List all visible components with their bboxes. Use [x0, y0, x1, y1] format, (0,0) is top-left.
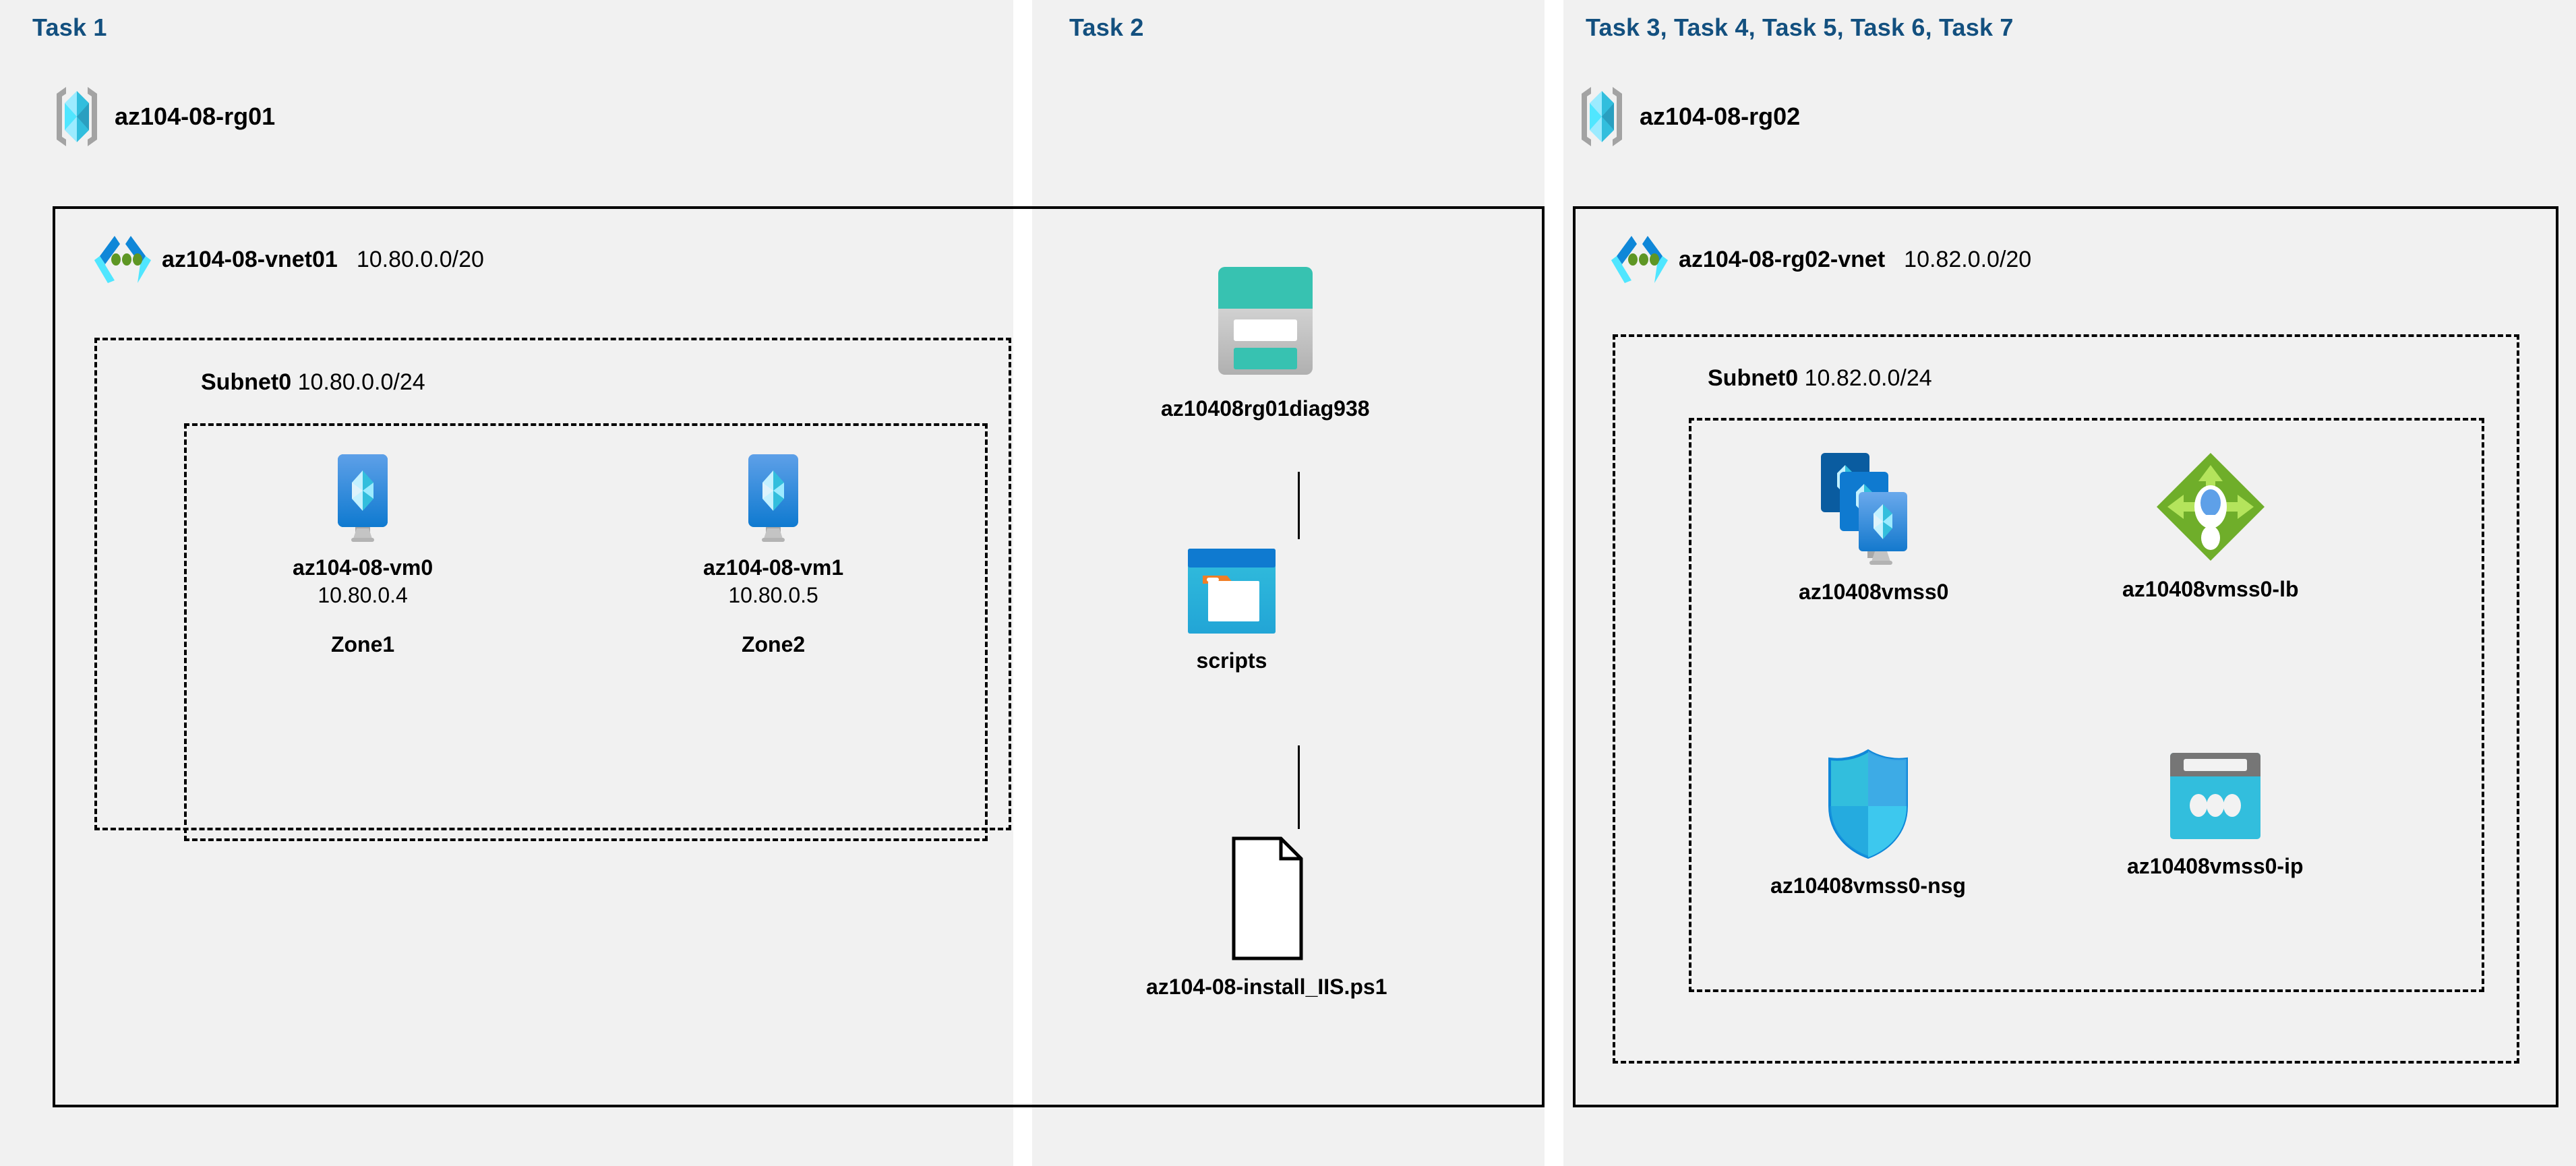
- panel-task2: [1032, 0, 1545, 1166]
- vnet-cidr: 10.82.0.0/20: [1904, 246, 2032, 272]
- panel-gutter-2: [1545, 0, 1563, 1166]
- file-icon: [1216, 836, 1317, 961]
- subnet-title-right: Subnet0 10.82.0.0/24: [1708, 365, 1932, 392]
- node-vm0: az104-08-vm0 10.80.0.4 Zone1: [293, 453, 433, 657]
- subnet0-boundary-left: [94, 338, 1011, 830]
- vm-name: az104-08-vm0: [293, 555, 433, 580]
- public-ip-address-icon: [2167, 751, 2263, 840]
- vm-name: az104-08-vm1: [703, 555, 844, 580]
- vnet-name: az104-08-rg02-vnet: [1679, 246, 1886, 272]
- task-label-1: Task 1: [32, 13, 107, 41]
- vm-ip: 10.80.0.4: [318, 582, 408, 607]
- network-security-group-icon: [1823, 748, 1913, 860]
- vnet-cidr: 10.80.0.0/20: [356, 246, 484, 272]
- subnet0-boundary-right: [1613, 334, 2519, 1064]
- virtual-machine-icon: [731, 453, 816, 542]
- vm-zone: Zone2: [741, 632, 806, 656]
- resource-group-name: az104-08-rg02: [1640, 102, 1801, 130]
- panel-task1: [0, 0, 1013, 1166]
- gutter-bottom-line: [1013, 1105, 1032, 1107]
- vmss-group-boundary: [1689, 418, 2484, 992]
- vm-scale-set-name: az10408vmss0: [1799, 580, 1949, 604]
- load-balancer-name: az10408vmss0-lb: [2122, 577, 2299, 601]
- node-vm1: az104-08-vm1 10.80.0.5 Zone2: [703, 453, 843, 657]
- subnet-cidr: 10.80.0.0/24: [297, 369, 425, 395]
- resource-group-name: az104-08-rg01: [115, 102, 276, 130]
- subnet-cidr: 10.82.0.0/24: [1804, 365, 1932, 391]
- storage-account-name: az10408rg01diag938: [1161, 396, 1370, 421]
- load-balancer-icon: [2153, 450, 2269, 563]
- vm-zone: Zone1: [330, 632, 395, 656]
- node-load-balancer: az10408vmss0-lb: [2122, 450, 2299, 603]
- subnet-name: Subnet0: [201, 369, 292, 395]
- blob-container-name: scripts: [1196, 648, 1267, 673]
- node-blob-container: scripts: [1187, 547, 1277, 675]
- vm-scale-set-icon: [1813, 450, 1934, 566]
- availability-zones-boundary: [184, 423, 988, 841]
- node-script-file: az104-08-install_IIS.ps1: [1146, 836, 1387, 1001]
- network-security-group-name: az10408vmss0-nsg: [1770, 873, 1966, 898]
- resource-group-icon: [1578, 84, 1626, 149]
- resource-group-icon: [53, 84, 101, 149]
- subnet-title-left: Subnet0 10.80.0.0/24: [201, 369, 425, 396]
- blob-container-icon: [1187, 547, 1277, 635]
- panel-gutter-1: [1013, 0, 1032, 1166]
- public-ip-address-name: az10408vmss0-ip: [2127, 854, 2304, 878]
- vnet02-header: az104-08-rg02-vnet 10.82.0.0/20: [1611, 233, 2031, 286]
- vm-ip: 10.80.0.5: [728, 582, 818, 607]
- task-label-2: Task 2: [1069, 13, 1144, 41]
- script-file-name: az104-08-install_IIS.ps1: [1146, 975, 1387, 999]
- subnet-name: Subnet0: [1708, 365, 1799, 391]
- gutter-top-line: [1013, 206, 1032, 209]
- storage-account-icon: [1201, 262, 1329, 383]
- task-label-3: Task 3, Task 4, Task 5, Task 6, Task 7: [1586, 13, 2014, 41]
- connector-line-scripts-to-file: [1298, 745, 1300, 829]
- node-network-security-group: az10408vmss0-nsg: [1770, 748, 1966, 900]
- virtual-network-icon: [94, 233, 151, 286]
- vnet01-header: az104-08-vnet01 10.80.0.0/20: [94, 233, 484, 286]
- resource-group-rg01: az104-08-rg01: [53, 84, 275, 149]
- panel-task3: [1563, 0, 2576, 1166]
- vnet02-boundary: [1573, 206, 2558, 1107]
- virtual-machine-icon: [320, 453, 405, 542]
- node-vm-scale-set: az10408vmss0: [1799, 450, 1948, 606]
- connector-line-storage-to-scripts: [1298, 472, 1300, 539]
- vnet01-boundary: [53, 206, 1545, 1107]
- node-storage-account: az10408rg01diag938: [1161, 262, 1370, 423]
- node-public-ip-address: az10408vmss0-ip: [2127, 751, 2304, 880]
- virtual-network-icon: [1611, 233, 1668, 286]
- vnet-name: az104-08-vnet01: [162, 246, 338, 272]
- resource-group-rg02: az104-08-rg02: [1578, 84, 1800, 149]
